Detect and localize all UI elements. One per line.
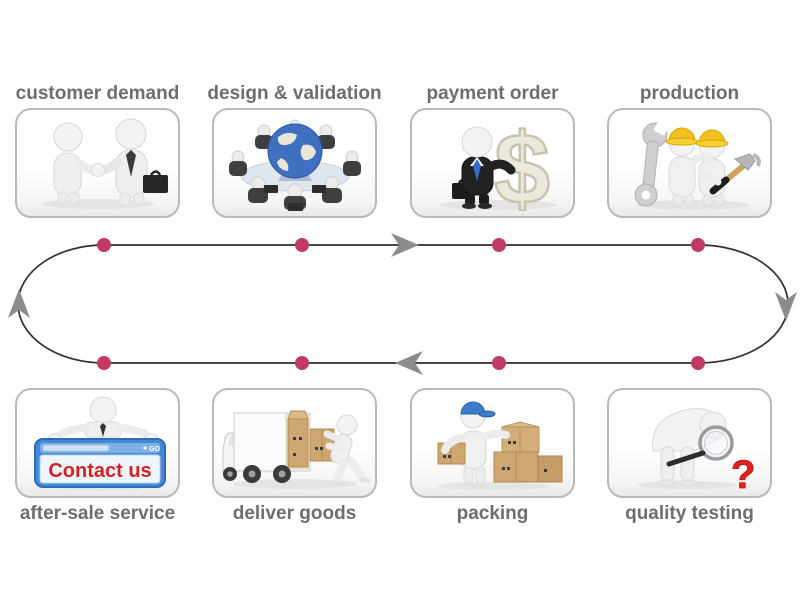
- station-image-box: ?: [607, 388, 772, 498]
- wrench-icon: [634, 118, 670, 207]
- station-label: payment order: [426, 83, 559, 104]
- loop-path: [17, 244, 789, 364]
- station-dot: [295, 238, 309, 252]
- hammer-icon: [709, 153, 761, 195]
- station-dot: [295, 356, 309, 370]
- station-label: quality testing: [625, 503, 754, 524]
- station-quality-testing: ? quality testing: [607, 388, 772, 526]
- station-image-box: [212, 388, 377, 498]
- magnifier-inspector-icon: ?: [636, 408, 755, 491]
- businessman-dollar-icon: $: [439, 115, 556, 211]
- station-dot: [97, 238, 111, 252]
- station-label: design & validation: [207, 83, 382, 104]
- station-packing: packing: [410, 388, 575, 526]
- station-image-box: $: [410, 108, 575, 218]
- station-label: after-sale service: [19, 503, 176, 524]
- question-mark-glyph: ?: [731, 453, 755, 491]
- arrow-left-icon: [395, 351, 423, 375]
- dollar-sign-glyph: $: [494, 115, 550, 211]
- station-payment-order: payment order $: [410, 82, 575, 218]
- arrow-right-icon: [391, 233, 419, 257]
- globe-meeting-icon: [228, 119, 361, 211]
- go-button-label: GO: [149, 446, 160, 453]
- courier-boxes-icon: [436, 401, 562, 490]
- arrow-up-icon: [8, 289, 30, 318]
- station-after-sale-service: GO Contact us after-sale service: [15, 388, 180, 526]
- station-dot: [492, 238, 506, 252]
- station-label: customer demand: [15, 83, 180, 104]
- station-dot: [691, 356, 705, 370]
- station-image-box: [410, 388, 575, 498]
- station-dot: [97, 356, 111, 370]
- station-design-validation: design & validation: [207, 82, 382, 218]
- station-image-box: [212, 108, 377, 218]
- station-dot: [691, 238, 705, 252]
- contact-us-text: Contact us: [48, 460, 151, 482]
- arrow-down-icon: [775, 292, 797, 321]
- handshake-customers-icon: [41, 118, 168, 209]
- station-dot: [492, 356, 506, 370]
- magnifier-glass-icon: [666, 425, 734, 467]
- station-customer-demand: customer demand: [15, 82, 180, 218]
- station-label: production: [639, 83, 740, 104]
- station-image-box: [607, 108, 772, 218]
- workers-tools-icon: [634, 118, 761, 210]
- station-deliver-goods: deliver goods: [212, 388, 377, 526]
- station-image-box: GO Contact us: [15, 388, 180, 498]
- station-label: packing: [456, 503, 529, 524]
- station-image-box: [15, 108, 180, 218]
- station-production: production: [607, 82, 772, 218]
- delivery-truck-icon: [222, 410, 370, 489]
- station-label: deliver goods: [232, 503, 357, 524]
- contact-us-sign-icon: GO Contact us: [33, 396, 166, 491]
